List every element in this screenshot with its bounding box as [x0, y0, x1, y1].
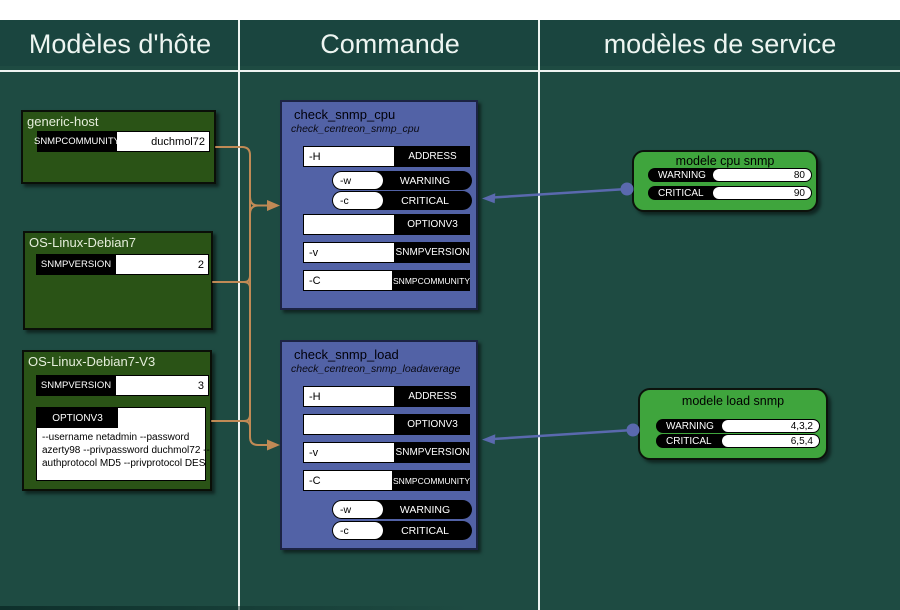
macro-value: 3: [116, 375, 209, 396]
arg-field: -w: [333, 501, 383, 518]
macro-name: WARNING: [666, 420, 714, 432]
macro-name: SNMPCOMMUNITY: [34, 131, 120, 152]
host-box-generic-host: generic-host SNMPCOMMUNITY duchmol72: [21, 110, 216, 184]
host-title: OS-Linux-Debian7: [29, 235, 136, 250]
command-arg-row: -C SNMPCOMMUNITY: [303, 270, 470, 291]
service-macro-pill: CRITICAL 6,5,4: [656, 434, 820, 448]
command-arg-row: -v SNMPVERSION: [303, 242, 470, 263]
optionv3-block: OPTIONV3 --username netadmin --password …: [36, 407, 210, 481]
optionv3-text: --username netadmin --password azerty98 …: [42, 431, 210, 470]
arg-macro: SNMPVERSION: [395, 242, 470, 263]
macro-value: 90: [713, 187, 811, 199]
host-title: OS-Linux-Debian7-V3: [28, 354, 156, 369]
arg-field: -c: [333, 522, 383, 539]
arg-macro: CRITICAL: [401, 194, 449, 207]
arg-macro: CRITICAL: [401, 524, 449, 537]
command-box-check-snmp-cpu: check_snmp_cpu check_centreon_snmp_cpu -…: [280, 100, 478, 310]
arg-field: -C: [303, 470, 394, 491]
column-separator-2: [538, 20, 540, 610]
macro-row: SNMPVERSION 3: [36, 375, 209, 396]
command-arg-row: OPTIONV3: [303, 414, 470, 435]
command-arg-row: OPTIONV3: [303, 214, 470, 235]
macro-name: CRITICAL: [666, 435, 712, 447]
arg-macro: SNMPVERSION: [395, 442, 470, 463]
command-arg-pill: -w WARNING: [332, 500, 472, 519]
command-arg-row: -H ADDRESS: [303, 386, 470, 407]
command-arg-pill: -w WARNING: [332, 171, 472, 190]
header-underline: [0, 70, 900, 72]
service-title: modele cpu snmp: [675, 154, 775, 168]
arg-field: -v: [303, 242, 395, 263]
arg-macro: SNMPCOMMUNITY: [393, 270, 470, 291]
command-arg-pill: -c CRITICAL: [332, 191, 472, 210]
command-arg-row: -v SNMPVERSION: [303, 442, 470, 463]
bottom-edge-shadow: [0, 606, 470, 610]
arg-field: [303, 214, 395, 235]
arg-macro: WARNING: [399, 503, 451, 516]
macro-value: 2: [116, 254, 209, 275]
optionv3-line: authprotocol MD5 --privprotocol DES: [42, 458, 206, 469]
host-box-os-linux-debian7: OS-Linux-Debian7 SNMPVERSION 2: [23, 231, 213, 330]
command-arg-row: -H ADDRESS: [303, 146, 470, 167]
command-box-check-snmp-load: check_snmp_load check_centreon_snmp_load…: [280, 340, 478, 550]
macro-row: SNMPCOMMUNITY duchmol72: [34, 131, 210, 152]
arg-field: -H: [303, 146, 395, 167]
arg-field: [303, 414, 395, 435]
header-service-templates: modèles de service: [603, 28, 837, 59]
header-host-templates: Modèles d'hôte: [28, 28, 212, 59]
service-box-modele-load-snmp: modele load snmp WARNING 4,3,2 CRITICAL …: [638, 388, 828, 460]
arg-field: -H: [303, 386, 395, 407]
macro-name: SNMPVERSION: [36, 254, 116, 275]
command-arg-row: -C SNMPCOMMUNITY: [303, 470, 470, 491]
service-macro-pill: WARNING 4,3,2: [656, 419, 820, 433]
arg-field: -C: [303, 270, 394, 291]
service-title: modele load snmp: [681, 394, 785, 408]
optionv3-chip: OPTIONV3: [37, 408, 118, 428]
macro-name: WARNING: [658, 169, 706, 181]
command-arg-pill: -c CRITICAL: [332, 521, 472, 540]
macro-name: SNMPVERSION: [36, 375, 116, 396]
host-title: generic-host: [27, 114, 99, 129]
host-box-os-linux-debian7-v3: OS-Linux-Debian7-V3 SNMPVERSION 3 OPTION…: [22, 350, 212, 491]
service-macro-pill: CRITICAL 90: [648, 186, 812, 200]
command-title: check_snmp_load: [294, 347, 399, 362]
header-commands: Commande: [320, 28, 460, 59]
command-subtitle: check_centreon_snmp_loadaverage: [291, 363, 461, 375]
service-box-modele-cpu-snmp: modele cpu snmp WARNING 80 CRITICAL 90: [632, 150, 818, 212]
arg-field: -v: [303, 442, 395, 463]
macro-name: CRITICAL: [658, 187, 704, 199]
macro-row: SNMPVERSION 2: [36, 254, 209, 275]
arg-macro: ADDRESS: [395, 146, 470, 167]
arg-macro: ADDRESS: [395, 386, 470, 407]
arg-field: -c: [333, 192, 383, 209]
arg-macro: WARNING: [399, 174, 451, 187]
macro-value: 6,5,4: [722, 435, 819, 447]
arg-macro: SNMPCOMMUNITY: [393, 470, 470, 491]
optionv3-line: --username netadmin --password: [42, 432, 190, 443]
macro-value: duchmol72: [117, 131, 210, 152]
arg-field: -w: [333, 172, 383, 189]
column-separator-1: [238, 20, 240, 610]
command-subtitle: check_centreon_snmp_cpu: [291, 123, 420, 135]
macro-value: 80: [713, 169, 811, 181]
service-macro-pill: WARNING 80: [648, 168, 812, 182]
arg-macro: OPTIONV3: [395, 214, 470, 235]
macro-value: 4,3,2: [722, 420, 819, 432]
column-header-band: [0, 20, 900, 66]
arg-macro: OPTIONV3: [395, 414, 470, 435]
command-title: check_snmp_cpu: [294, 107, 396, 122]
optionv3-line: azerty98 --privpassword duchmol72 --: [42, 445, 210, 456]
